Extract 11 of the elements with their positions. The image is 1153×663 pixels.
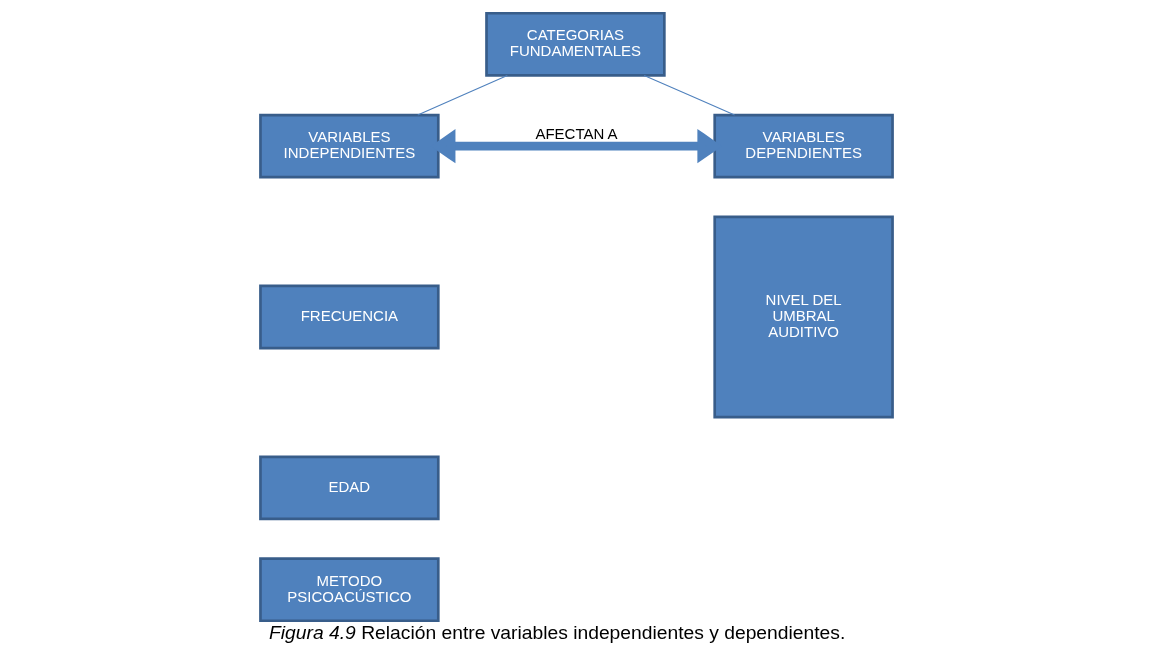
edge-label: AFECTAN A bbox=[535, 124, 618, 142]
node-box: EDAD bbox=[259, 454, 440, 520]
connector bbox=[643, 74, 736, 115]
caption: Figura 4.9 Relación entre variables independientes y dependientes. bbox=[269, 621, 846, 643]
node-box: METODO PSICOACÚSTICO bbox=[259, 556, 440, 622]
node-box: NIVEL DEL UMBRAL AUDITIVO bbox=[713, 215, 894, 418]
node-box: FRECUENCIA bbox=[259, 284, 440, 349]
node-box: CATEGORIAS FUNDAMENTALES bbox=[485, 11, 666, 77]
node-box: VARIABLES INDEPENDIENTES bbox=[259, 113, 440, 179]
node-box: VARIABLES DEPENDIENTES bbox=[713, 113, 894, 179]
connector bbox=[417, 74, 508, 115]
